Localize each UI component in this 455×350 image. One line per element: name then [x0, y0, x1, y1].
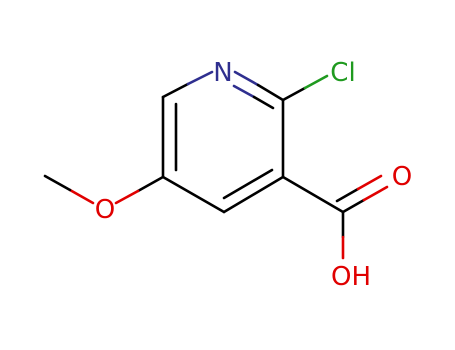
- bonds: [43, 70, 389, 260]
- hydroxyl-label: OH: [331, 262, 371, 292]
- methoxy-oxygen-label: O: [95, 195, 115, 225]
- bond-c2-cl: [281, 74, 329, 102]
- nitrogen-label: N: [213, 58, 232, 88]
- chlorine-label: Cl: [330, 58, 355, 88]
- bond-c6-n1: [161, 70, 214, 99]
- bond-n1-c2: [232, 70, 285, 110]
- bond-c5-o: [114, 175, 165, 205]
- bond-c-o-double: [335, 174, 389, 214]
- carbonyl-oxygen-label: O: [392, 162, 412, 192]
- bond-c5-c6: [161, 95, 178, 179]
- atom-labels: N Cl O OH O: [95, 58, 412, 292]
- bond-o-ch3: [43, 174, 95, 205]
- bond-c3-ccooh: [281, 175, 345, 214]
- bond-c3-c4: [222, 168, 285, 214]
- bond-c4-c5: [161, 175, 226, 214]
